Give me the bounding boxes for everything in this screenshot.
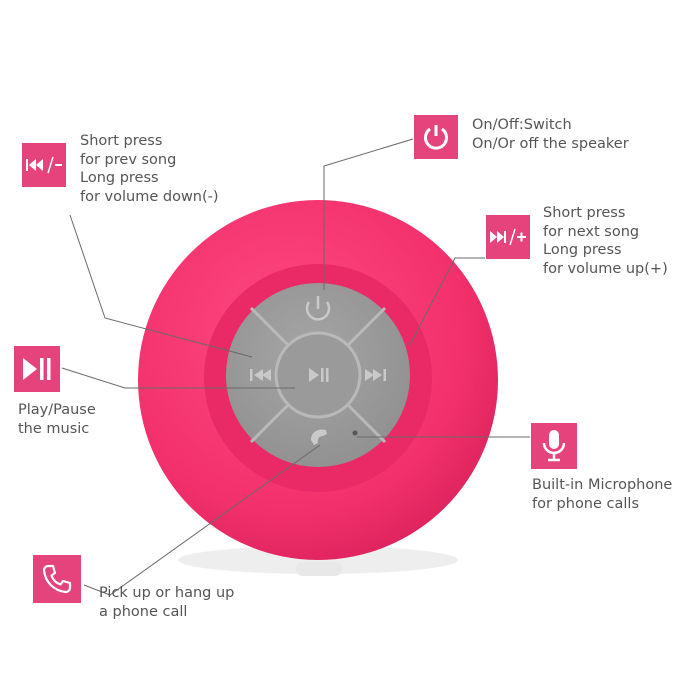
leader-phone bbox=[83, 444, 321, 596]
phone-handset-icon bbox=[42, 564, 72, 594]
phone-badge bbox=[33, 555, 81, 603]
speaker-bottom-tab bbox=[296, 562, 342, 576]
microphone-hole bbox=[352, 430, 358, 436]
phone-description: Pick up or hang up a phone call bbox=[99, 584, 234, 621]
next-description: Short press for next song Long press for… bbox=[543, 204, 668, 278]
prev-line-3: Long press bbox=[80, 170, 159, 186]
leader-lines bbox=[61, 138, 530, 596]
microphone-badge bbox=[531, 423, 577, 469]
prev-minus-icon bbox=[26, 156, 62, 174]
prev-line-1: Short press bbox=[80, 133, 163, 149]
panel-next-icon[interactable] bbox=[365, 369, 386, 381]
power-line-1: On/Off:Switch bbox=[472, 117, 572, 133]
prev-line-4: for volume down(-) bbox=[80, 188, 219, 205]
power-line-2: On/Or off the speaker bbox=[472, 135, 629, 152]
panel-dividers bbox=[249, 306, 387, 444]
next-line-1: Short press bbox=[543, 205, 626, 221]
play-pause-icon bbox=[23, 358, 51, 380]
next-line-3: Long press bbox=[543, 242, 622, 258]
panel-phone-icon[interactable] bbox=[311, 429, 327, 445]
mic-description: Built-in Microphone for phone calls bbox=[532, 476, 672, 513]
mic-line-1: Built-in Microphone bbox=[532, 477, 673, 493]
play-line-1: Play/Pause bbox=[18, 402, 96, 418]
play-description: Play/Pause the music bbox=[18, 401, 96, 438]
next-line-2: for next song bbox=[543, 223, 640, 240]
power-description: On/Off:Switch On/Or off the speaker bbox=[472, 116, 629, 153]
prev-line-2: for prev song bbox=[80, 151, 177, 168]
play-line-2: the music bbox=[18, 420, 90, 437]
panel-glyphs bbox=[250, 296, 386, 445]
leader-play bbox=[61, 367, 295, 389]
leader-power bbox=[323, 138, 414, 290]
panel-power-icon[interactable] bbox=[305, 296, 331, 321]
panel-play-pause-icon[interactable] bbox=[309, 368, 329, 382]
next-plus-badge bbox=[486, 215, 530, 259]
power-icon bbox=[424, 125, 448, 150]
phone-line-1: Pick up or hang up bbox=[99, 585, 235, 601]
leader-next bbox=[409, 257, 485, 346]
microphone-icon bbox=[542, 430, 566, 462]
prev-minus-badge bbox=[22, 143, 66, 187]
phone-line-2: a phone call bbox=[99, 603, 188, 620]
next-plus-icon bbox=[490, 228, 526, 246]
play-pause-badge bbox=[14, 346, 60, 392]
panel-prev-icon[interactable] bbox=[250, 369, 271, 381]
next-line-4: for volume up(+) bbox=[543, 260, 668, 277]
leader-prev bbox=[69, 214, 253, 358]
power-badge bbox=[414, 115, 458, 159]
prev-description: Short press for prev song Long press for… bbox=[80, 132, 219, 206]
mic-line-2: for phone calls bbox=[532, 495, 640, 512]
